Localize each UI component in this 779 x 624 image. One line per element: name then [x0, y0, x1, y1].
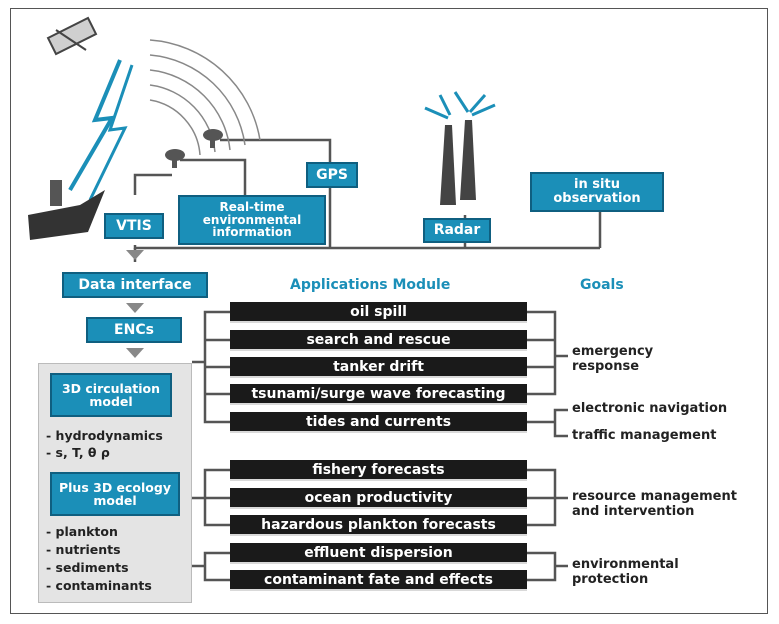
goals-header: Goals — [580, 277, 624, 293]
app-ocean-productivity: ocean productivity — [230, 488, 527, 509]
radar-tower-icon — [440, 120, 476, 205]
app-contaminant-fate: contaminant fate and effects — [230, 570, 527, 591]
ecology-item-3: - sediments — [46, 560, 129, 575]
app-search-rescue: search and rescue — [230, 330, 527, 351]
encs-box: ENCs — [86, 317, 182, 343]
app-effluent-dispersion: effluent dispersion — [230, 543, 527, 564]
flow-arrow-1 — [126, 250, 144, 260]
goal-traffic-management: traffic management — [572, 428, 717, 443]
antenna-dish-icon — [165, 129, 223, 168]
goal-environmental-protection: environmental protection — [572, 557, 679, 587]
app-tsunami-forecasting: tsunami/surge wave forecasting — [230, 384, 527, 405]
insitu-observation-box: in situ observation — [530, 172, 664, 212]
app-hazardous-plankton: hazardous plankton forecasts — [230, 515, 527, 536]
circulation-model-box: 3D circulation model — [50, 373, 172, 417]
app-fishery-forecasts: fishery forecasts — [230, 460, 527, 481]
realtime-info-box: Real-time environmental information — [178, 195, 326, 245]
signal-bolt-icon — [68, 59, 122, 192]
flow-arrow-3 — [126, 348, 144, 358]
satellite-icon — [46, 16, 98, 56]
radar-box: Radar — [423, 218, 491, 243]
signal-bolt-icon-2 — [88, 64, 134, 201]
ecology-model-box: Plus 3D ecology model — [50, 472, 180, 516]
radar-signal-icon — [424, 91, 496, 120]
ecology-item-2: - nutrients — [46, 542, 121, 557]
applications-header: Applications Module — [290, 277, 451, 293]
app-tanker-drift: tanker drift — [230, 357, 527, 378]
circulation-item-1: - hydrodynamics — [46, 428, 163, 443]
goal-resource-management: resource management and intervention — [572, 489, 737, 519]
ecology-item-4: - contaminants — [46, 578, 152, 593]
ship-icon — [28, 180, 105, 240]
goal-emergency-response: emergency response — [572, 344, 654, 374]
app-oil-spill: oil spill — [230, 302, 527, 323]
app-tides-currents: tides and currents — [230, 412, 527, 433]
flow-arrow-2 — [126, 303, 144, 313]
data-interface-box: Data interface — [62, 272, 208, 298]
circulation-item-2: - s, T, θ ρ — [46, 445, 110, 460]
vtis-box: VTIS — [104, 213, 164, 239]
goal-electronic-navigation: electronic navigation — [572, 401, 728, 416]
diagram-frame — [10, 8, 768, 614]
ecology-item-1: - plankton — [46, 524, 118, 539]
gps-box: GPS — [306, 162, 358, 188]
